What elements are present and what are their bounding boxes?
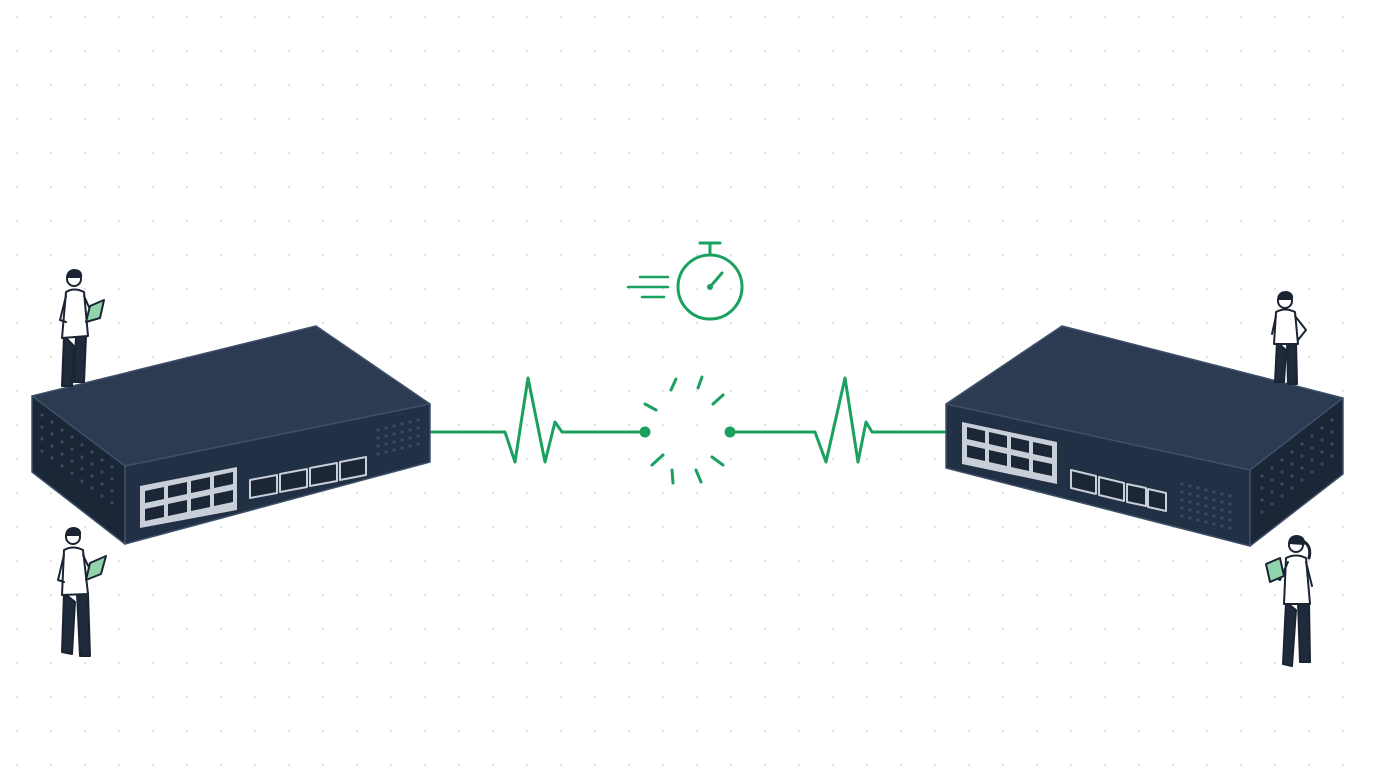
sfp-ports xyxy=(249,456,367,499)
front-vents xyxy=(1180,482,1232,530)
engineer-left-top xyxy=(59,269,105,387)
rj45-ports xyxy=(962,422,1057,484)
stopwatch-icon xyxy=(676,241,744,321)
engineer-right-bottom xyxy=(1265,535,1313,667)
engineer-left-bottom xyxy=(57,527,107,657)
engineer-right-top xyxy=(1271,291,1307,385)
person-with-tablet-icon xyxy=(59,269,105,387)
person-with-tablet-icon xyxy=(57,527,107,657)
front-vents xyxy=(376,418,420,456)
link-endpoint-right xyxy=(724,426,736,438)
link-endpoint-left xyxy=(639,426,651,438)
heartbeat-signal-icon xyxy=(428,376,647,464)
person-standing-icon xyxy=(1271,291,1307,385)
side-vents xyxy=(40,413,114,505)
speed-lines-icon xyxy=(626,275,670,299)
rj45-ports xyxy=(140,467,237,528)
person-with-tablet-icon xyxy=(1265,535,1313,667)
signal-link-left xyxy=(428,376,651,464)
left-network-switch xyxy=(31,325,431,545)
switch-side xyxy=(31,395,126,545)
signal-link-right xyxy=(724,376,948,464)
heartbeat-signal-icon xyxy=(728,376,948,464)
right-network-switch xyxy=(945,325,1344,547)
connection-burst-icon xyxy=(643,375,725,485)
switch-side xyxy=(1249,397,1344,547)
side-vents xyxy=(1260,418,1334,514)
sfp-ports xyxy=(1070,469,1167,512)
